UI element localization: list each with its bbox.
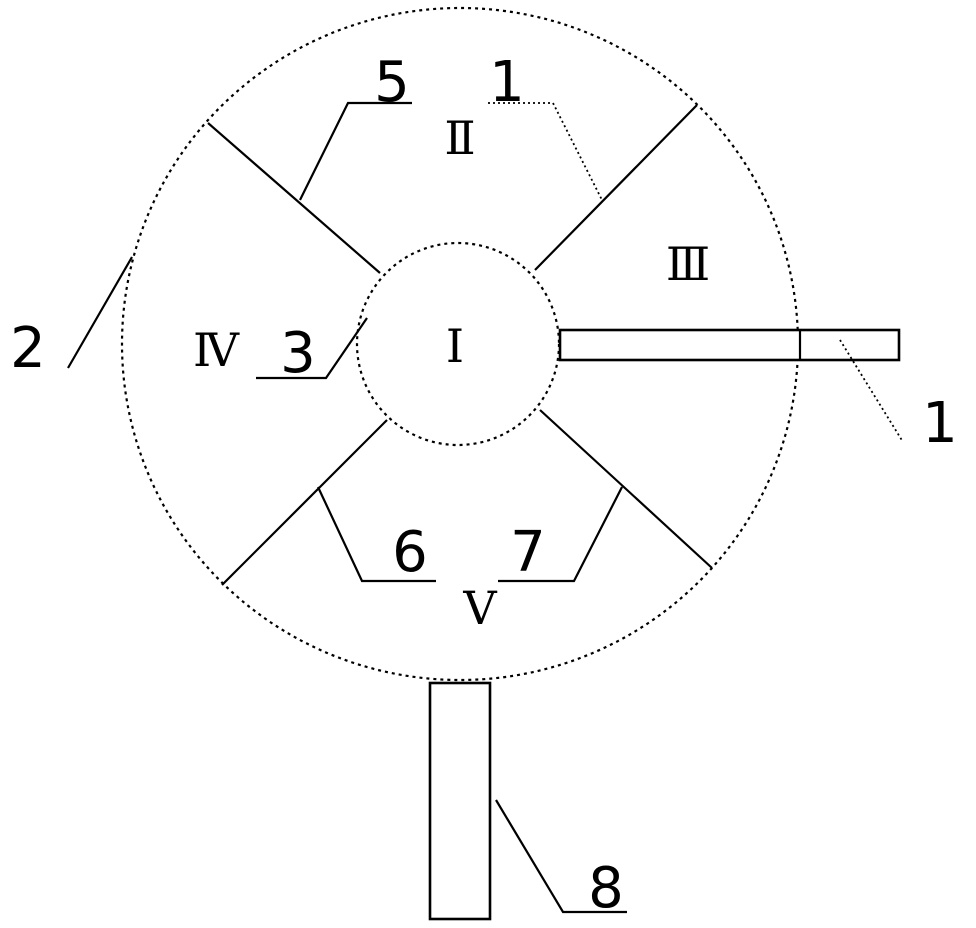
partition-upper-left: [207, 122, 381, 274]
callout-1-top: 1: [489, 50, 525, 115]
vertical-pipe: [428, 681, 492, 921]
callout-1-right: 1: [922, 391, 958, 456]
partition-lower-left: [221, 419, 388, 586]
region-label-top: Ⅱ: [444, 111, 475, 165]
leader-6: [317, 486, 436, 583]
leader-7: [498, 486, 623, 583]
callout-6: 6: [392, 520, 428, 585]
callout-5: 5: [374, 50, 410, 115]
region-label-right: Ⅲ: [666, 237, 710, 291]
region-label-bottom: Ⅴ: [462, 581, 497, 635]
partition-upper-right: [534, 104, 698, 271]
partition-lower-right: [539, 409, 713, 569]
horizontal-pipe: [558, 328, 901, 362]
leader-1-top: [488, 102, 603, 201]
leader-3: [256, 317, 368, 380]
region-label-center: Ⅰ: [446, 319, 464, 373]
callout-2: 2: [10, 316, 46, 381]
callout-8: 8: [588, 856, 624, 921]
leader-2: [67, 256, 133, 369]
callout-3: 3: [280, 321, 316, 386]
callout-7: 7: [510, 520, 546, 585]
leader-5: [299, 101, 412, 201]
region-label-left: Ⅳ: [193, 323, 240, 377]
leader-8: [495, 799, 627, 914]
